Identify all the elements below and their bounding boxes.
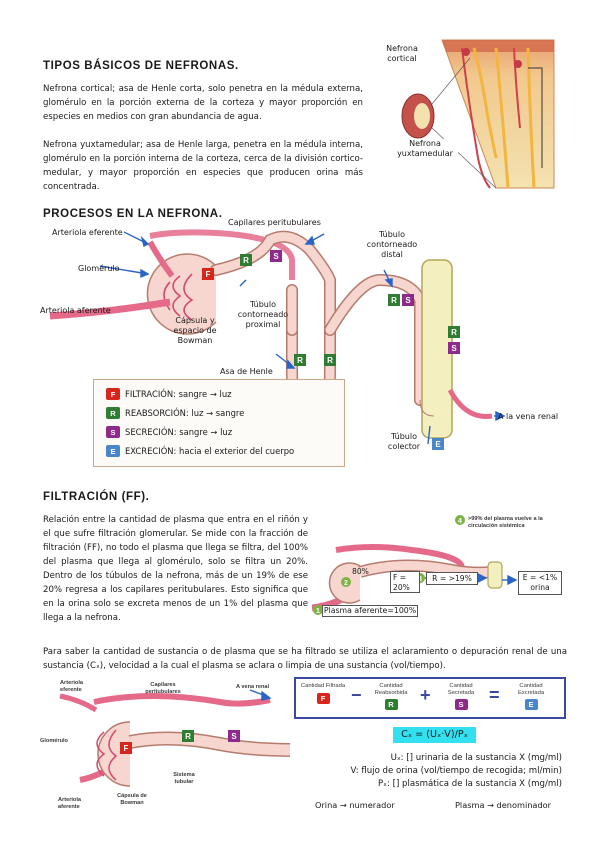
- svg-text:4: 4: [458, 518, 462, 525]
- label-nefrona-cortical: Nefrona cortical: [372, 44, 432, 64]
- filtration-fraction-diagram: 1 2 3 4: [312, 515, 518, 615]
- svg-text:R: R: [243, 256, 249, 265]
- label-capsula-bowman-2: Cápsula de Bowman: [117, 793, 147, 806]
- paragraph-aclaramiento: Para saber la cantidad de sustancia o de…: [43, 647, 567, 671]
- svg-text:E: E: [435, 440, 441, 449]
- label-tubulo-colector: Túbulo colector: [387, 432, 421, 451]
- def-ux: Uₓ: [] urinaria de la sustancia X (mg/ml…: [390, 753, 562, 763]
- legend-procesos: F FILTRACIÓN: sangre → luz R REABSORCIÓN…: [93, 379, 345, 467]
- box-r19: R = >19%: [426, 572, 478, 585]
- section-title-tipos: TIPOS BÁSICOS DE NEFRONAS.: [43, 60, 239, 72]
- label-arteriola-aferente-2: Arteriola aferente: [58, 797, 82, 810]
- svg-text:S: S: [231, 732, 237, 741]
- formula-reabsorbida: Cantidad Reabsorbida R: [374, 683, 408, 710]
- note-orina-numerador: Orina → numerador: [315, 800, 395, 810]
- chip-f-diagram: F: [206, 270, 211, 279]
- label-glomerulo-2: Glomérulo: [40, 738, 68, 744]
- section-title-procesos: PROCESOS EN LA NEFRONA.: [43, 208, 223, 220]
- label-arteriola-eferente: Arteriola eferente: [52, 228, 123, 237]
- chip-excrecion: E: [106, 445, 120, 457]
- box-plasma-aferente: Plasma aferente=100%: [322, 605, 418, 617]
- label-vena-renal: A la vena renal: [498, 412, 559, 421]
- clearance-equation: Cₓ = (Uₓ·V)/Pₓ: [393, 727, 476, 743]
- label-capsula-bowman: Cápsula y espacio de Bowman: [173, 316, 217, 345]
- label-vena-renal-2: A vena renal: [236, 684, 270, 690]
- clearance-formula-box: Cantidad Filtrada F − Cantidad Reabsorbi…: [294, 677, 566, 719]
- label-tubulo-proximal: Túbulo contorneado proximal: [237, 300, 289, 329]
- label-glomerulo: Glomérulo: [78, 264, 120, 273]
- label-arteriola-eferente-2: Arteriola eferente: [60, 680, 84, 693]
- box-f20: F = 20%: [390, 571, 420, 593]
- label-tubulo-distal: Túbulo contorneado distal: [366, 230, 418, 259]
- def-v: V: flujo de orina (vol/tiempo de recogid…: [350, 766, 562, 776]
- svg-text:2: 2: [344, 580, 348, 587]
- paragraph-yuxtamedular: Nefrona yuxtamedular; asa de Henle larga…: [43, 140, 363, 192]
- note-plasma-denominador: Plasma → denominador: [455, 800, 552, 810]
- label-nefrona-yuxtamedular: Nefrona yuxtamedular: [392, 139, 458, 159]
- legend-excrecion: E EXCRECIÓN: hacia el exterior del cuerp…: [106, 445, 294, 457]
- formula-equals: =: [489, 685, 500, 705]
- legend-filtracion: F FILTRACIÓN: sangre → luz: [106, 388, 232, 400]
- label-arteriola-aferente: Arteriola aferente: [40, 306, 111, 315]
- svg-text:S: S: [451, 344, 457, 353]
- svg-text:3: 3: [418, 576, 422, 583]
- svg-text:R: R: [185, 732, 191, 741]
- label-capilares-2: Capilares peritubulares: [145, 682, 181, 695]
- formula-minus: −: [351, 685, 362, 705]
- svg-text:R: R: [297, 356, 303, 365]
- formula-secretada: Cantidad Secretada S: [447, 683, 475, 710]
- label-80: 80%: [352, 567, 369, 576]
- svg-text:R: R: [451, 328, 457, 337]
- svg-text:R: R: [391, 296, 397, 305]
- svg-text:S: S: [405, 296, 411, 305]
- svg-text:S: S: [273, 252, 279, 261]
- label-99-plasma: >99% del plasma vuelve a la circulación …: [468, 516, 543, 529]
- label-asa-henle: Asa de Henle: [220, 367, 273, 376]
- chip-secrecion: S: [106, 426, 120, 438]
- formula-excretada: Cantidad Excretada E: [517, 683, 545, 710]
- paragraph-cortical: Nefrona cortical; asa de Henle corta, so…: [43, 84, 363, 122]
- chip-reabsorcion: R: [106, 407, 120, 419]
- section-title-filtracion: FILTRACIÓN (FF).: [43, 491, 150, 503]
- legend-reabsorcion: R REABSORCIÓN: luz → sangre: [106, 407, 244, 419]
- svg-text:1: 1: [316, 608, 320, 615]
- box-e1: E = <1% orina: [518, 571, 562, 595]
- svg-text:F: F: [124, 744, 129, 753]
- clearance-nephron-diagram: F R S E: [59, 689, 290, 787]
- legend-secrecion: S SECRECIÓN: sangre → luz: [106, 426, 232, 438]
- formula-plus: +: [420, 685, 431, 705]
- formula-filtrada: Cantidad Filtrada F: [300, 683, 346, 704]
- label-sistema-tubular: Sistema tubular: [173, 772, 195, 785]
- def-px: Pₓ: [] plasmática de la sustancia X (mg/…: [377, 779, 562, 789]
- kidney-nephron-illustration: [401, 39, 555, 189]
- clearance-definitions: Uₓ: [] urinaria de la sustancia X (mg/ml…: [300, 752, 562, 791]
- svg-text:R: R: [327, 356, 333, 365]
- chip-filtracion: F: [106, 388, 120, 400]
- paragraph-fraccion-filtracion: Relación entre la cantidad de plasma que…: [43, 515, 308, 623]
- label-capilares-peritubulares: Capilares peritubulares: [228, 218, 321, 227]
